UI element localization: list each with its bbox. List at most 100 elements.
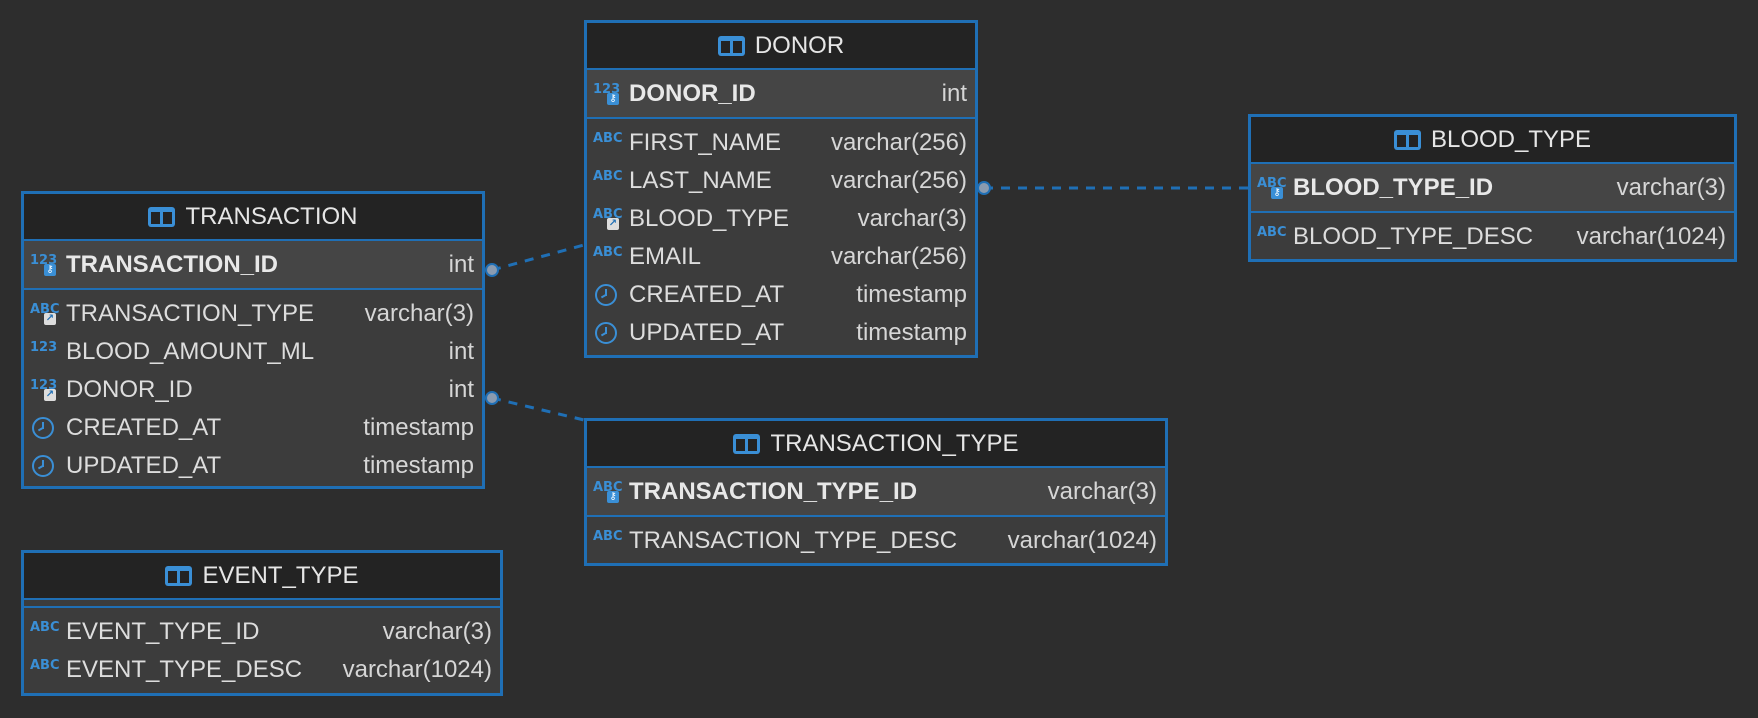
primary-key-column-row[interactable]: 123⚷ DONOR_ID int: [587, 70, 975, 117]
text-icon: ABC: [1257, 225, 1287, 240]
text-icon: ABC: [593, 529, 623, 544]
column-name: TRANSACTION_ID: [66, 250, 279, 278]
clock-icon: [593, 320, 627, 346]
text-key-icon: ABC⚷: [593, 479, 623, 503]
entity-header[interactable]: BLOOD_TYPE: [1251, 117, 1734, 164]
entity-header[interactable]: EVENT_TYPE: [24, 553, 500, 600]
column-type: timestamp: [856, 319, 967, 346]
column-type: int: [941, 79, 967, 107]
column-row[interactable]: ABC BLOOD_TYPE_DESC varchar(1024): [1251, 218, 1734, 256]
column-type: varchar(3): [364, 300, 474, 327]
numeric-key-icon: 123⚷: [30, 252, 58, 276]
column-type: int: [448, 250, 474, 278]
text-icon: ABC: [593, 131, 623, 146]
column-type: int: [448, 376, 474, 403]
table-icon: [1393, 129, 1421, 150]
column-name: BLOOD_AMOUNT_ML: [66, 338, 315, 365]
entity-title: EVENT_TYPE: [202, 561, 359, 589]
column-row[interactable]: ABC EVENT_TYPE_ID varchar(3): [24, 613, 500, 651]
table-icon: [148, 206, 176, 227]
primary-key-section: [24, 600, 500, 608]
column-type: varchar(256): [830, 129, 967, 156]
column-name: DONOR_ID: [66, 376, 193, 403]
entity-header[interactable]: DONOR: [587, 23, 975, 70]
column-name: TRANSACTION_TYPE: [66, 300, 315, 327]
column-row[interactable]: ABC EVENT_TYPE_DESC varchar(1024): [24, 651, 500, 689]
column-row[interactable]: UPDATED_AT timestamp: [24, 447, 482, 485]
column-name: BLOOD_TYPE: [629, 205, 790, 232]
column-row[interactable]: CREATED_AT timestamp: [587, 276, 975, 314]
table-icon: [717, 35, 745, 56]
column-row[interactable]: ABC↗ BLOOD_TYPE varchar(3): [587, 200, 975, 238]
table-icon: [165, 565, 193, 586]
text-icon: ABC: [30, 658, 60, 673]
column-row[interactable]: 123↗ DONOR_ID int: [24, 371, 482, 409]
text-key-icon: ABC⚷: [1257, 175, 1287, 199]
numeric-key-icon: 123⚷: [593, 81, 621, 105]
column-name: EVENT_TYPE_DESC: [66, 656, 303, 683]
entity-transaction-type[interactable]: TRANSACTION_TYPE ABC⚷TRANSACTION_TYPE_ID…: [584, 418, 1168, 566]
primary-key-column-row[interactable]: 123⚷ TRANSACTION_ID int: [24, 241, 482, 288]
entity-header[interactable]: TRANSACTION: [24, 194, 482, 241]
column-name: EVENT_TYPE_ID: [66, 618, 260, 645]
column-name: TRANSACTION_TYPE_DESC: [629, 527, 958, 554]
column-name: BLOOD_TYPE_ID: [1293, 173, 1494, 201]
entity-title: BLOOD_TYPE: [1430, 125, 1592, 153]
column-type: timestamp: [856, 281, 967, 308]
column-name: LAST_NAME: [629, 167, 772, 194]
relationship-endpoint: [977, 181, 991, 195]
text-fk-icon: ABC↗: [593, 207, 623, 230]
column-row[interactable]: ABC TRANSACTION_TYPE_DESC varchar(1024): [587, 522, 1165, 560]
column-type: varchar(3): [857, 205, 967, 232]
column-row[interactable]: ABC↗ TRANSACTION_TYPE varchar(3): [24, 295, 482, 333]
column-name: UPDATED_AT: [66, 452, 222, 479]
primary-key-section: 123⚷ TRANSACTION_ID int: [24, 241, 482, 290]
text-icon: ABC: [30, 620, 60, 635]
column-type: varchar(1024): [342, 656, 492, 683]
numeric-icon: 123: [30, 340, 58, 355]
column-type: varchar(3): [1047, 477, 1157, 505]
numeric-fk-icon: 123↗: [30, 378, 58, 401]
entity-title: TRANSACTION: [185, 202, 358, 230]
column-row[interactable]: 123 BLOOD_AMOUNT_ML int: [24, 333, 482, 371]
primary-key-section: 123⚷ DONOR_ID int: [587, 70, 975, 119]
column-type: varchar(3): [382, 618, 492, 645]
entity-title: DONOR: [754, 31, 845, 59]
clock-icon: [30, 453, 64, 479]
column-name: BLOOD_TYPE_DESC: [1293, 223, 1534, 250]
column-type: varchar(256): [830, 243, 967, 270]
relationship-line-transaction-donor[interactable]: [491, 243, 585, 272]
column-name: DONOR_ID: [629, 79, 756, 107]
column-name: UPDATED_AT: [629, 319, 785, 346]
text-fk-icon: ABC↗: [30, 302, 60, 325]
clock-icon: [30, 415, 64, 441]
column-type: varchar(1024): [1007, 527, 1157, 554]
column-row[interactable]: ABC FIRST_NAME varchar(256): [587, 124, 975, 162]
relationship-line-transaction-transaction-type[interactable]: [491, 396, 585, 422]
column-name: EMAIL: [629, 243, 702, 270]
column-type: timestamp: [363, 414, 474, 441]
column-type: varchar(1024): [1576, 223, 1726, 250]
column-row[interactable]: UPDATED_AT timestamp: [587, 314, 975, 352]
column-type: varchar(256): [830, 167, 967, 194]
entity-header[interactable]: TRANSACTION_TYPE: [587, 421, 1165, 468]
column-type: int: [448, 338, 474, 365]
column-row[interactable]: ABC EMAIL varchar(256): [587, 238, 975, 276]
column-type: timestamp: [363, 452, 474, 479]
text-icon: ABC: [593, 245, 623, 260]
column-name: CREATED_AT: [629, 281, 785, 308]
column-name: FIRST_NAME: [629, 129, 782, 156]
columns-section: ABC TRANSACTION_TYPE_DESC varchar(1024): [587, 517, 1165, 564]
